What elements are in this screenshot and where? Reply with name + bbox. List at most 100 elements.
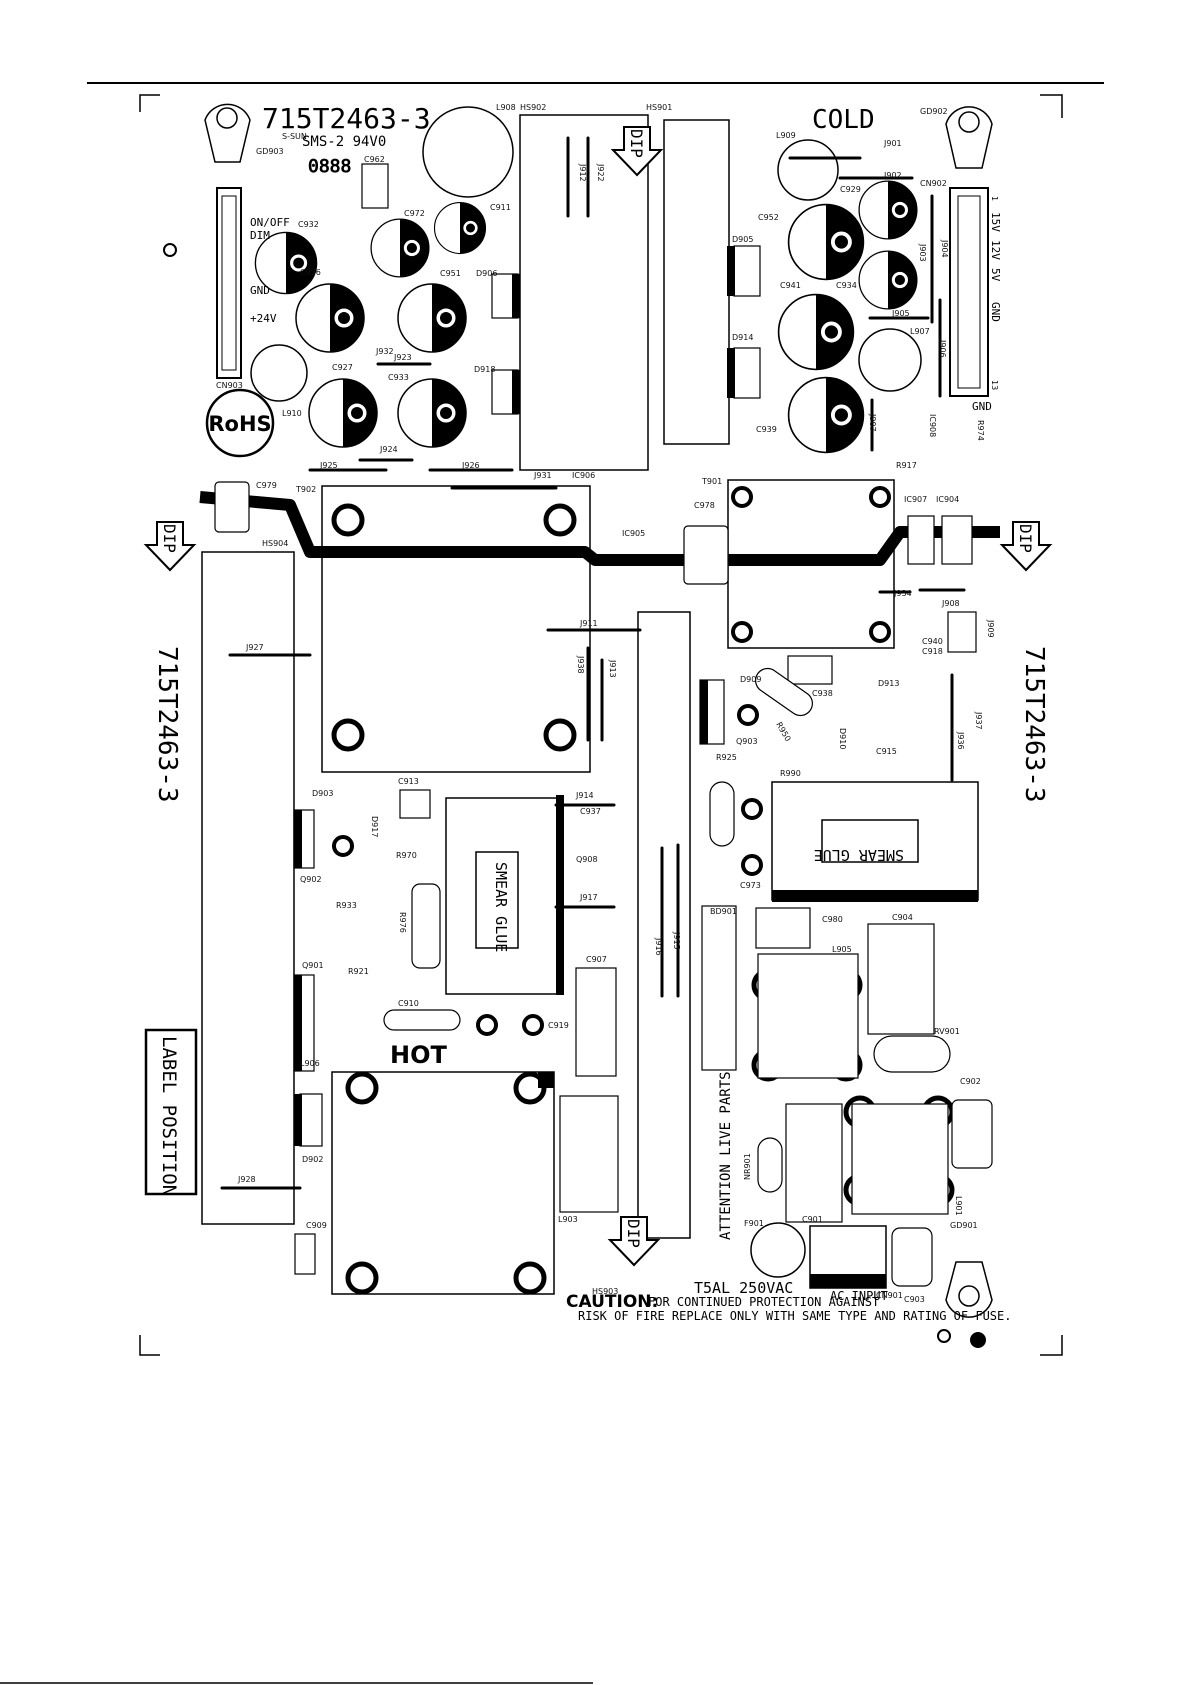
svg-text:J912: J912 [578, 163, 587, 182]
cap-c901-box [785, 1103, 843, 1223]
svg-text:5V: 5V [989, 268, 1002, 282]
heatsink-hs904 [201, 551, 295, 1225]
part-number-left: 715T2463-3 [152, 646, 182, 803]
svg-text:C951: C951 [440, 269, 461, 278]
inductor-l905 [757, 953, 859, 1079]
svg-text:CN903: CN903 [216, 381, 243, 390]
svg-text:R950: R950 [774, 721, 792, 744]
svg-text:R917: R917 [896, 461, 917, 470]
cap-c904 [867, 923, 935, 1035]
cn903-labels: ON/OFF DIM GND +24V [250, 216, 290, 325]
svg-text:HS901: HS901 [646, 103, 672, 112]
svg-text:C932: C932 [298, 220, 319, 229]
svg-text:J906: J906 [938, 339, 947, 358]
svg-text:HS904: HS904 [262, 539, 288, 548]
svg-text:D917: D917 [370, 816, 379, 837]
svg-text:BD901: BD901 [710, 907, 737, 916]
svg-text:J932: J932 [375, 347, 394, 356]
inductor-l901 [851, 1103, 949, 1215]
svg-text:J909: J909 [986, 619, 995, 638]
transformer-t902 [321, 485, 591, 773]
svg-text:C915: C915 [876, 747, 897, 756]
svg-text:D918: D918 [474, 365, 495, 374]
cap-c929 [858, 180, 918, 240]
svg-text:J905: J905 [891, 309, 910, 318]
svg-text:C936: C936 [300, 268, 321, 277]
svg-text:J903: J903 [918, 243, 927, 262]
svg-text:J908: J908 [941, 599, 960, 608]
svg-text:C940: C940 [922, 637, 943, 646]
svg-text:IC906: IC906 [572, 471, 595, 480]
svg-text:R974: R974 [976, 420, 985, 441]
svg-text:J916: J916 [654, 937, 663, 956]
svg-text:C980: C980 [822, 915, 843, 924]
svg-text:L909: L909 [776, 131, 796, 140]
svg-text:T901: T901 [701, 477, 722, 486]
svg-text:D905: D905 [732, 235, 753, 244]
dip-arrow-left: DIP [145, 521, 195, 571]
svg-text:J922: J922 [596, 163, 605, 182]
svg-text:+24V: +24V [250, 312, 277, 325]
dip-arrow-top: DIP [612, 126, 662, 176]
rohs-label: RoHS [208, 412, 271, 436]
caution-title: CAUTION: [566, 1292, 658, 1312]
resistor-r925 [709, 781, 735, 847]
heatsink-hs901 [663, 119, 730, 445]
inductor-l908 [422, 106, 514, 198]
svg-text:J917: J917 [579, 893, 598, 902]
svg-text:C978: C978 [694, 501, 715, 510]
svg-text:GD903: GD903 [256, 147, 284, 156]
svg-text:D914: D914 [732, 333, 753, 342]
svg-text:C938: C938 [812, 689, 833, 698]
caution-line2: RISK OF FIRE REPLACE ONLY WITH SAME TYPE… [578, 1309, 1011, 1323]
svg-text:L901: L901 [954, 1196, 963, 1216]
svg-text:12V: 12V [989, 240, 1002, 260]
svg-text:L906: L906 [300, 1059, 320, 1068]
svg-text:DIP: DIP [624, 1219, 643, 1248]
svg-text:D910: D910 [838, 728, 847, 749]
svg-text:C903: C903 [904, 1295, 925, 1304]
svg-text:C979: C979 [256, 481, 277, 490]
svg-text:D909: D909 [740, 675, 761, 684]
cap-c911 [433, 201, 487, 255]
rohs-badge [205, 388, 275, 458]
svg-text:DIP: DIP [627, 129, 646, 158]
svg-text:J924: J924 [379, 445, 398, 454]
svg-text:GND: GND [989, 302, 1002, 322]
svg-text:D913: D913 [878, 679, 899, 688]
svg-text:D902: D902 [302, 1155, 323, 1164]
cap-c972 [370, 218, 430, 278]
resistor-r950 [755, 667, 813, 717]
svg-text:R921: R921 [348, 967, 369, 976]
svg-text:C913: C913 [398, 777, 419, 786]
svg-text:C927: C927 [332, 363, 353, 372]
svg-text:L908: L908 [496, 103, 516, 112]
svg-text:DIP: DIP [160, 524, 179, 553]
fuse-f901 [750, 1222, 806, 1278]
cap-c978 [683, 525, 729, 585]
inductor-l910 [250, 344, 308, 402]
svg-text:HS903: HS903 [592, 1287, 618, 1296]
diode-d902 [299, 1093, 323, 1147]
svg-text:GND: GND [250, 284, 270, 297]
ac-input-label: AC INPUT [830, 1289, 888, 1303]
mounting-hole-gd901 [945, 1261, 993, 1318]
thermistor-nr901 [757, 1137, 783, 1193]
dip-arrow-bottom: DIP [609, 1216, 659, 1266]
reference-designators: L908 HS902 HS901 GD902 GD903 C962 C972 C… [216, 103, 995, 1304]
cap-c941 [777, 293, 855, 371]
date-code: 0888 [308, 156, 351, 177]
mounting-hole-gd903 [204, 103, 251, 163]
svg-text:C934: C934 [836, 281, 857, 290]
dip-arrow-right: DIP [1001, 521, 1051, 571]
fiducial-bottom-open [937, 1329, 951, 1343]
smear-block-left [445, 797, 559, 995]
attention-live-parts: ATTENTION LIVE PARTS [718, 1071, 734, 1240]
inductor-l906 [331, 1071, 555, 1295]
cap-c938 [787, 655, 833, 685]
svg-text:DIP: DIP [1016, 524, 1035, 553]
svg-text:IC907: IC907 [904, 495, 927, 504]
fiducial-left [163, 243, 177, 257]
diode-d905 [733, 245, 761, 297]
part-number-top: 715T2463-3 [262, 102, 431, 135]
